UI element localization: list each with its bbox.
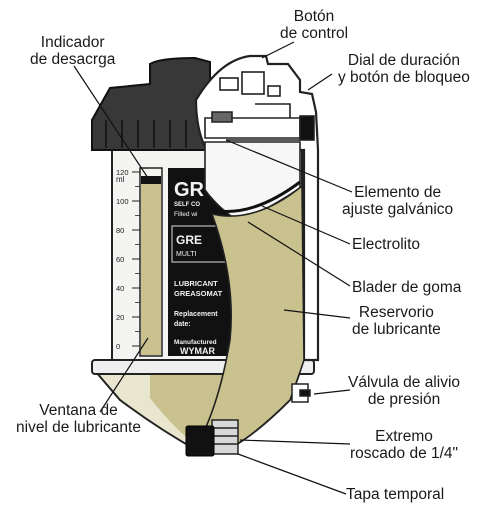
relief-valve bbox=[291, 383, 311, 403]
control-mechanism bbox=[204, 71, 315, 141]
scale-unit: ml bbox=[116, 175, 125, 184]
sight-window-fill bbox=[141, 178, 161, 355]
top-cap bbox=[91, 56, 211, 151]
volume-scale: 120 100 80 60 40 20 0 bbox=[116, 168, 140, 351]
label-rubber-bladder: Blader de goma bbox=[352, 279, 462, 296]
scale-tick-label: 80 bbox=[116, 226, 124, 235]
discharge-indicator-bar bbox=[141, 176, 161, 184]
threaded-end bbox=[211, 419, 239, 455]
scale-tick-label: 60 bbox=[116, 255, 124, 264]
scale-tick-label: 0 bbox=[116, 342, 120, 351]
cap-ribs bbox=[105, 120, 187, 148]
product-label-subtitle: SELF CO bbox=[174, 202, 200, 208]
product-label-maker: WYMAR bbox=[180, 346, 215, 356]
label-electrolyte: Electrolito bbox=[352, 236, 421, 253]
product-label-model: GRE bbox=[176, 233, 202, 247]
leader-lines bbox=[73, 41, 353, 495]
rubber-bladder bbox=[211, 180, 301, 213]
label-temporary-cap: Tapa temporal bbox=[346, 486, 445, 503]
product-label-manufactured: Manufactured bbox=[174, 339, 217, 346]
product-label-date: date: bbox=[174, 321, 191, 328]
scale-tick-label: 20 bbox=[116, 313, 124, 322]
product-label-filled: Filled wi bbox=[174, 211, 197, 218]
scale-tick-label: 120 bbox=[116, 168, 129, 177]
scale-tick-label: 100 bbox=[116, 197, 129, 206]
product-label-greasomat: GREASOMAT bbox=[174, 289, 223, 298]
temporary-cap bbox=[185, 425, 215, 457]
product-label-replacement: Replacement bbox=[174, 311, 218, 318]
product-label-lubricant: LUBRICANT bbox=[174, 279, 218, 288]
product-label-multi: MULTI bbox=[176, 251, 197, 258]
product-label-brand: GR bbox=[174, 179, 205, 201]
scale-tick-label: 40 bbox=[116, 284, 124, 293]
